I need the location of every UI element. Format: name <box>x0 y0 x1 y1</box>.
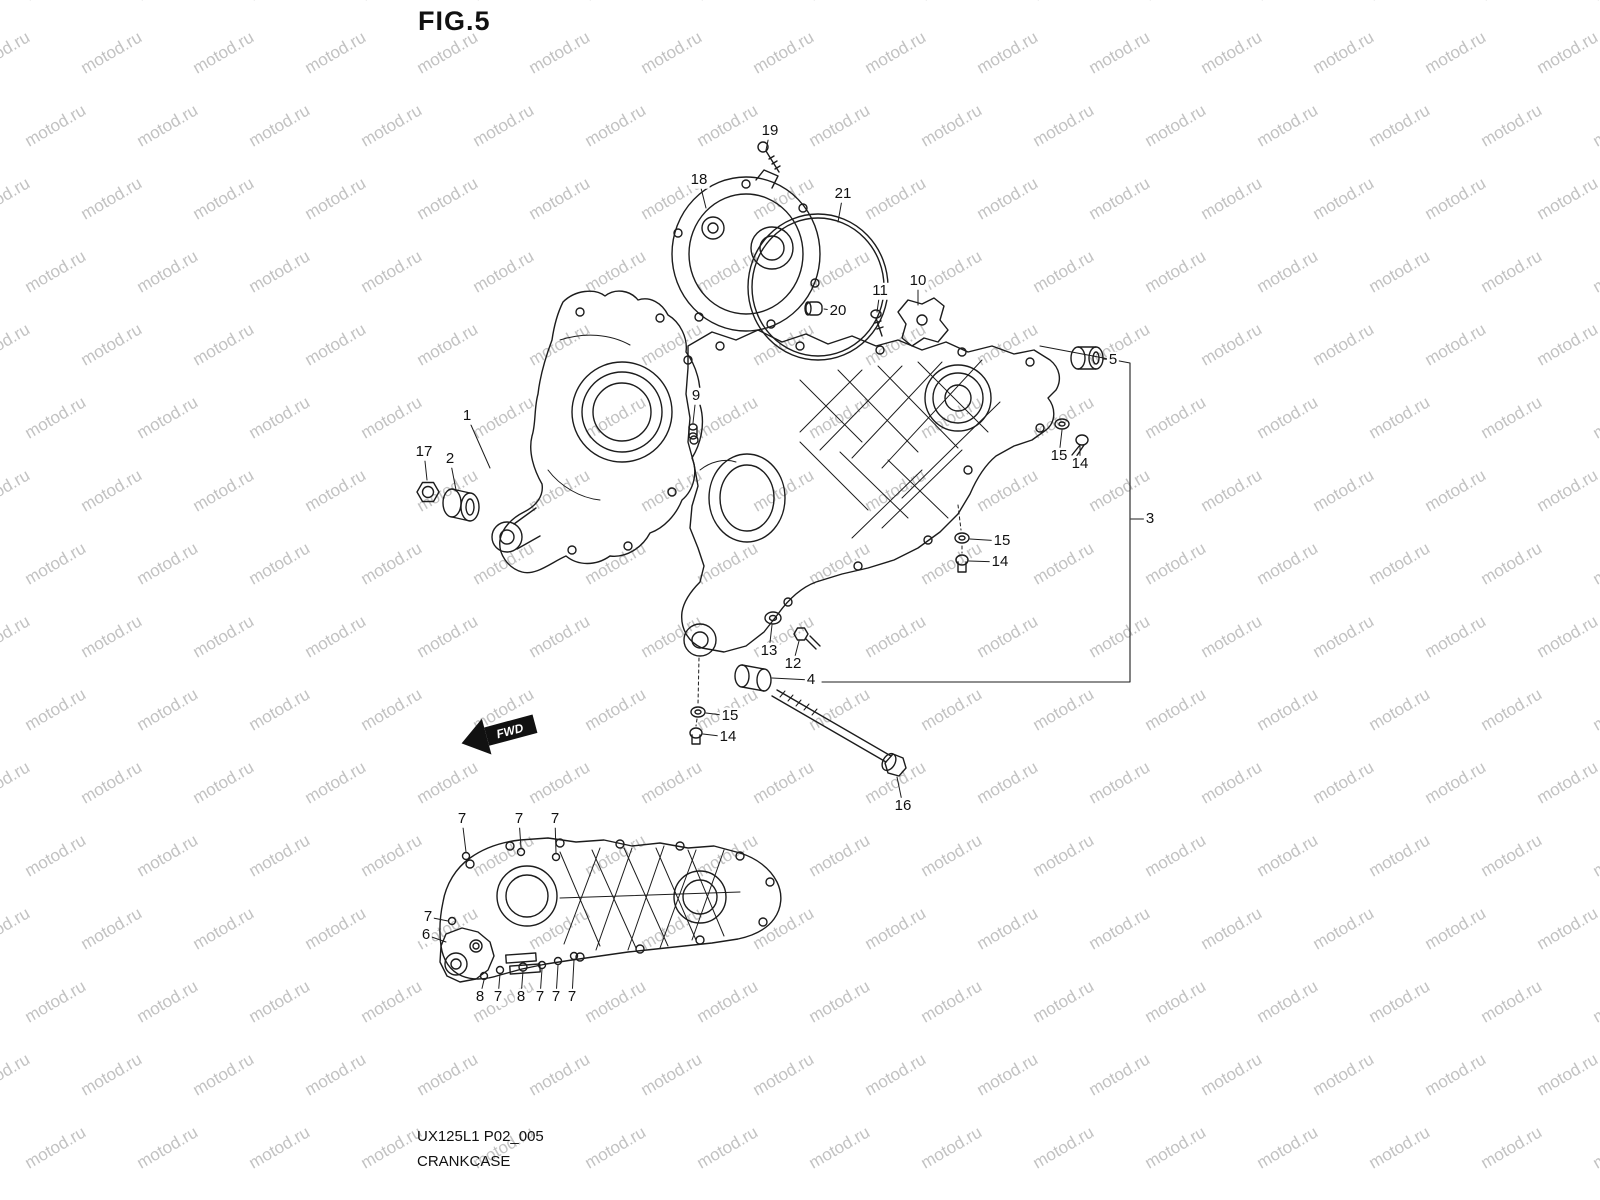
bushing-art <box>1070 346 1104 370</box>
bolt19-art <box>757 141 781 173</box>
assembly-dashed-lines <box>695 504 963 727</box>
lower-cover-art <box>439 837 782 983</box>
crankcase-left-half-art <box>491 290 704 574</box>
spacer-art <box>734 664 772 692</box>
page-footer: UX125L1 P02_005 CRANKCASE <box>417 1128 544 1170</box>
crankcase-right-half-art <box>681 329 1061 657</box>
cover-art <box>671 169 821 332</box>
long-bolt-art <box>771 689 907 777</box>
washer13-bolt12-art <box>764 611 821 650</box>
bolt11-art <box>870 309 884 337</box>
part-code: UX125L1 P02_005 <box>417 1128 544 1145</box>
fwd-arrow <box>461 714 538 755</box>
dowel-pin-art <box>688 423 698 440</box>
washer-bolt-sets-art <box>689 418 1089 745</box>
callout3-bracket-line <box>821 345 1131 683</box>
part-name: CRANKCASE <box>417 1153 511 1170</box>
bracket-art <box>897 297 949 347</box>
nut-bearing-art <box>416 481 480 522</box>
figure-title: FIG.5 <box>418 6 491 36</box>
plug-art <box>804 301 823 316</box>
